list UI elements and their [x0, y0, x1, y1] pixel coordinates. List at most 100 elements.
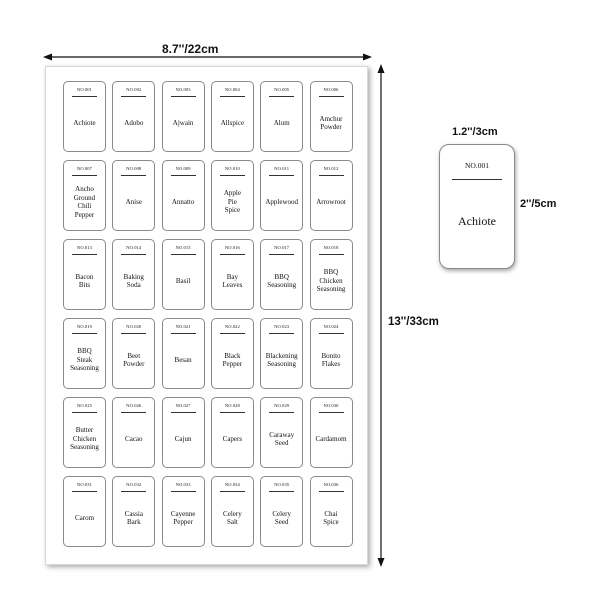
label-rule — [219, 333, 245, 334]
label-number: NO.027 — [175, 403, 191, 408]
single-label-name: Achiote — [458, 214, 496, 228]
label-number: NO.011 — [274, 166, 290, 171]
label-number: NO.013 — [77, 245, 92, 250]
label-number: NO.030 — [323, 403, 339, 408]
label-number: NO.008 — [126, 166, 142, 171]
label-name: BBQ Seasoning — [267, 272, 297, 290]
label-number: NO.018 — [323, 245, 339, 250]
label-rule — [72, 175, 97, 176]
label-name: BBQ Steak Seasoning — [70, 347, 99, 373]
label-rule — [121, 175, 147, 176]
single-label-preview: NO.001 Achiote — [439, 144, 515, 269]
label-rule — [318, 491, 344, 492]
label-rule — [219, 491, 245, 492]
single-label-number: NO.001 — [465, 161, 489, 170]
label-number: NO.016 — [224, 245, 240, 250]
label-name: Bacon Bits — [75, 272, 94, 290]
label-rule — [318, 175, 344, 176]
label-rule — [219, 96, 245, 97]
label-number: NO.031 — [77, 482, 92, 487]
label-name: Caraway Seed — [269, 430, 295, 448]
sheet-width-label: 8.7''/22cm — [162, 42, 219, 56]
label-name: Cassia Bark — [124, 509, 143, 527]
label-name: Capers — [222, 434, 243, 443]
label-name: Cacao — [125, 434, 143, 443]
label-rule — [219, 254, 245, 255]
label-rule — [269, 96, 295, 97]
label-rule — [170, 491, 196, 492]
label-number: NO.032 — [126, 482, 142, 487]
label-name: Butter Chicken Seasoning — [70, 426, 99, 452]
label-number: NO.002 — [126, 87, 142, 92]
label-name: Carom — [74, 513, 95, 522]
label-name: Anise — [125, 197, 142, 206]
label-rule — [121, 254, 147, 255]
label-number: NO.017 — [274, 245, 290, 250]
label-rule — [121, 491, 147, 492]
label-rule — [72, 412, 97, 413]
label-number: NO.005 — [274, 87, 290, 92]
label-rule — [269, 491, 295, 492]
label-rule — [269, 175, 295, 176]
label-name: Adobo — [124, 118, 144, 127]
label-number: NO.003 — [175, 87, 191, 92]
label-number: NO.035 — [274, 482, 290, 487]
label-name: Chai Spice — [323, 509, 339, 527]
label-name: Allspice — [220, 118, 245, 127]
label-rule — [269, 412, 295, 413]
label-rule — [318, 96, 344, 97]
label-rule — [269, 333, 295, 334]
label-rule — [318, 333, 344, 334]
label-name: Bonito Flakes — [321, 351, 341, 369]
label-name: Annatto — [171, 197, 195, 206]
label-rule — [170, 254, 196, 255]
label-rule — [170, 96, 196, 97]
label-number: NO.022 — [224, 324, 240, 329]
label-number: NO.026 — [126, 403, 142, 408]
label-name: Blackening Seasoning — [265, 351, 298, 369]
label-number: NO.004 — [224, 87, 240, 92]
label-rule — [72, 96, 97, 97]
label-name: Amchur Powder — [319, 114, 343, 132]
label-name: Bay Leaves — [222, 272, 243, 290]
label-rule — [318, 412, 344, 413]
label-name: Arrowroot — [316, 197, 346, 206]
label-name: Celery Salt — [223, 509, 242, 527]
single-label-width-label: 1.2''/3cm — [452, 126, 498, 138]
label-number: NO.014 — [126, 245, 142, 250]
label-number: NO.006 — [323, 87, 339, 92]
single-label-rule — [452, 179, 502, 180]
label-number: NO.020 — [126, 324, 142, 329]
label-rule — [170, 333, 196, 334]
single-label-height-label: 2''/5cm — [520, 198, 557, 210]
label-number: NO.033 — [175, 482, 191, 487]
label-number: NO.007 — [77, 166, 92, 171]
label-name: Alum — [273, 118, 290, 127]
label-name: Basil — [175, 276, 191, 285]
label-name: Ancho Ground Chili Pepper — [73, 185, 96, 219]
label-rule — [170, 175, 196, 176]
label-name: Applewood — [265, 197, 299, 206]
label-rule — [219, 412, 245, 413]
label-rule — [219, 175, 245, 176]
label-rule — [269, 254, 295, 255]
label-number: NO.034 — [224, 482, 240, 487]
label-number: NO.021 — [175, 324, 191, 329]
